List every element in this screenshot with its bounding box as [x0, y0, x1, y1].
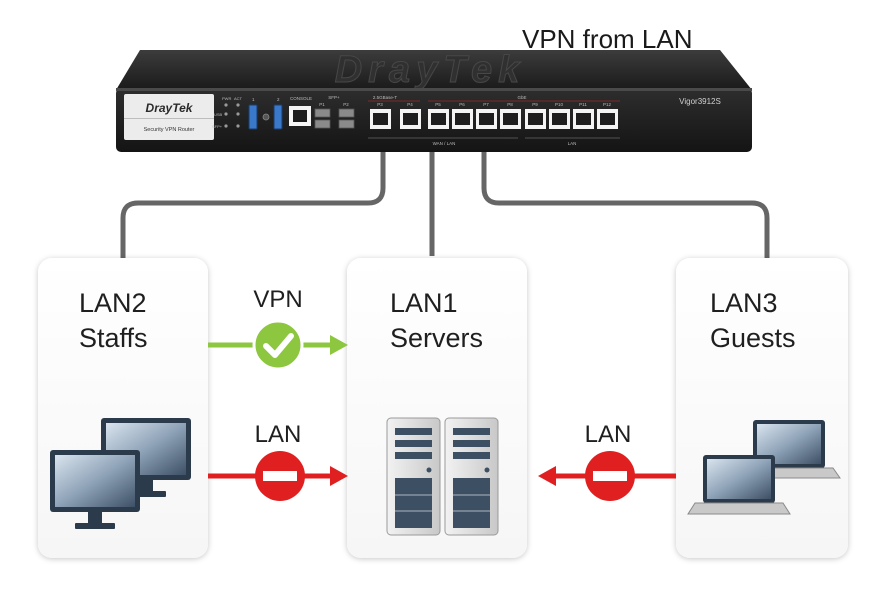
usb-port-2	[273, 104, 283, 130]
router-badge-divider	[124, 118, 214, 119]
rj45-port-socket	[431, 113, 446, 125]
rj45-port-label: P7	[483, 102, 489, 107]
reset-button	[262, 113, 270, 121]
console-port-hole	[293, 110, 307, 122]
rj45-port-label: P9	[532, 102, 538, 107]
diagram-title: VPN from LAN	[522, 24, 693, 54]
rj45-port-socket	[576, 113, 591, 125]
arrow-head	[330, 466, 348, 486]
blocked-connection-left: LAN	[208, 421, 348, 501]
lan-box-title: LAN1	[390, 288, 458, 318]
connection-label: LAN	[255, 421, 302, 448]
led-label-usb: USB	[214, 112, 223, 117]
lan-box-subtitle: Servers	[390, 323, 483, 353]
rj45-port-label: P3	[377, 102, 383, 107]
rj45-port-label: P6	[459, 102, 465, 107]
cable-lan3	[481, 150, 770, 258]
lan-box-title: LAN2	[79, 288, 147, 318]
router-top-logo: DrayTek	[335, 49, 526, 91]
arrow-head	[538, 466, 556, 486]
rj45-port-label: P12	[603, 102, 612, 107]
rj45-port-socket	[528, 113, 543, 125]
rj45-port-label: P5	[435, 102, 441, 107]
rj45-port-socket	[479, 113, 494, 125]
led-label-pwr: PWR	[222, 96, 231, 101]
led-dot	[236, 124, 240, 128]
no-entry-bar	[593, 471, 627, 481]
arrow-head	[330, 335, 348, 355]
led-label-act: ACT	[234, 96, 243, 101]
rj45-port-socket	[600, 113, 615, 125]
sfp-port-2-top	[338, 108, 355, 118]
check-icon	[252, 319, 304, 371]
router-model: Vigor3912S	[679, 97, 721, 106]
sfp-port-label-p1: P1	[319, 102, 325, 107]
router-top	[116, 50, 752, 90]
router-badge-brand: DrayTek	[146, 101, 194, 115]
usb-label-2: 2	[277, 97, 280, 102]
rj45-port-socket	[403, 113, 418, 125]
sfp-port-label-p2: P2	[343, 102, 349, 107]
led-dot	[224, 124, 228, 128]
router-badge	[124, 94, 214, 140]
rj45-port-socket	[373, 113, 388, 125]
cable-lan2	[120, 150, 386, 258]
lan-box-subtitle: Staffs	[79, 323, 148, 353]
rj45-port-label: P11	[579, 102, 587, 107]
lan-box-subtitle: Guests	[710, 323, 796, 353]
sfp-label: SFP+	[328, 95, 340, 100]
wan-lan-label: WAN / LAN	[433, 141, 456, 146]
led-panel: PWR ACT USB SFP+	[212, 96, 243, 129]
rj45-port-label: P10	[555, 102, 564, 107]
rj45-port-socket	[455, 113, 470, 125]
lan-box-lan2: LAN2 Staffs	[38, 258, 208, 558]
led-dot	[224, 103, 228, 107]
connection-label: VPN	[253, 286, 302, 313]
rj45-port-socket	[503, 113, 518, 125]
router-front-edge	[116, 88, 752, 91]
led-label-sfp: SFP+	[212, 124, 223, 129]
ge-label: GbE	[517, 95, 526, 100]
rj45-port-label: P4	[407, 102, 413, 107]
check-mark	[263, 333, 294, 358]
no-entry-bar	[263, 471, 297, 481]
vpn-connection: VPN	[208, 286, 348, 371]
router: DrayTek DrayTek Security VPN Router PWR …	[116, 49, 752, 152]
sfp-port-2-bottom	[338, 119, 355, 129]
lan-label: LAN	[568, 141, 577, 146]
usb-label-1: 1	[252, 97, 255, 102]
console-label: CONSOLE	[290, 96, 312, 101]
sfp-port-1-top	[314, 108, 331, 118]
laptop-icon	[687, 455, 791, 515]
led-dot	[224, 112, 228, 116]
rj45-port-label: P8	[507, 102, 513, 107]
server-tower-icon	[386, 417, 441, 536]
rj45-port-socket	[552, 113, 567, 125]
desktop-monitor-icon	[50, 450, 140, 529]
server-tower-icon	[444, 417, 499, 536]
speed-label: 2.5GBase-T	[373, 95, 398, 100]
sfp-port-1-bottom	[314, 119, 331, 129]
cables	[120, 150, 770, 258]
rj45-ports: P3 P4 P5 P6 P7 P8 P9 P10 P11 P12	[370, 102, 618, 129]
lan-box-title: LAN3	[710, 288, 778, 318]
usb-port-1	[248, 104, 258, 130]
blocked-connection-right: LAN	[538, 421, 676, 501]
led-dot	[236, 103, 240, 107]
router-badge-subtitle: Security VPN Router	[144, 127, 195, 133]
connection-label: LAN	[585, 421, 632, 448]
led-dot	[236, 112, 240, 116]
